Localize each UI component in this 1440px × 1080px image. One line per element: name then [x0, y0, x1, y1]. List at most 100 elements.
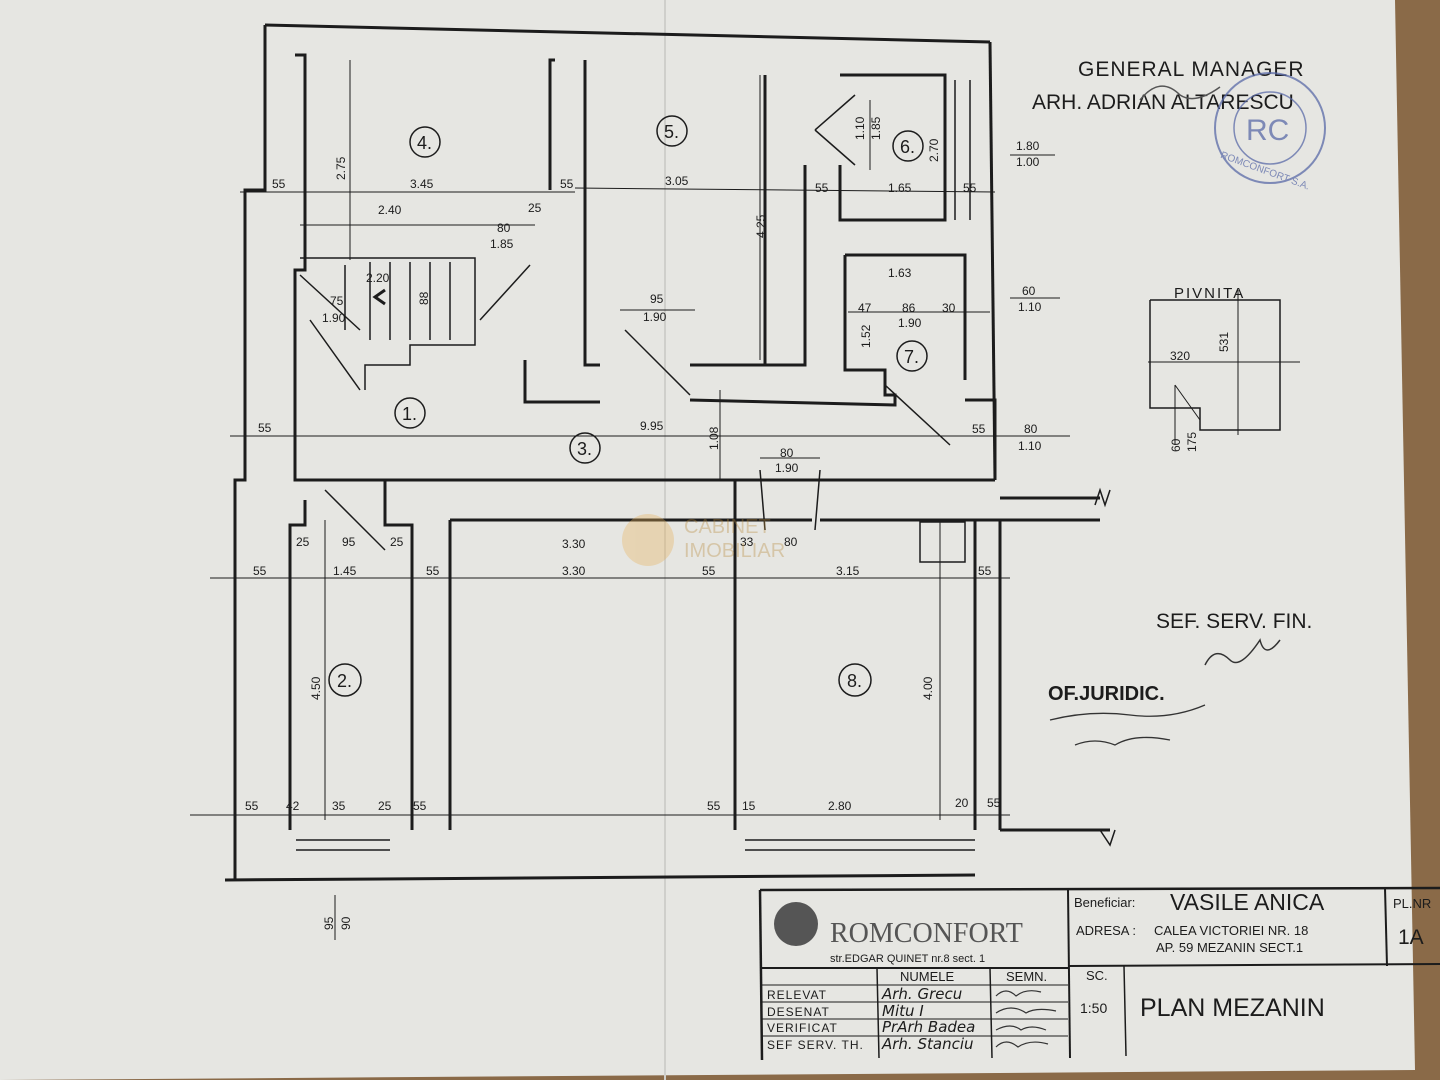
dim-text: 55 — [987, 796, 1001, 810]
dim-text: 55 — [253, 564, 267, 578]
dim-text: 55 — [963, 181, 977, 195]
staircase — [296, 80, 1116, 851]
dim-text: 1.85 — [869, 116, 883, 140]
watermark-text-2: IMOBILIAR — [684, 540, 785, 562]
row-name: Arh. Stanciu — [881, 1035, 974, 1053]
room-circles — [328, 115, 928, 697]
dim-text: 95 — [650, 292, 664, 306]
dim-text: 25 — [528, 201, 542, 215]
adresa-line2: AP. 59 MEZANIN SECT.1 — [1156, 940, 1303, 955]
pivnita-inset: PIVNITA 320 531 60 175 — [1148, 285, 1300, 452]
row-name: Arh. Grecu — [881, 985, 962, 1003]
outer-walls — [224, 23, 1110, 882]
drawing-title: PLAN MEZANIN — [1140, 994, 1325, 1022]
dim-text: 95 — [322, 916, 336, 930]
dim-text: 2.70 — [927, 138, 941, 162]
dim-text: 80 — [1024, 422, 1038, 436]
beneficiar-name: VASILE ANICA — [1170, 889, 1325, 915]
title-block — [758, 886, 1440, 1061]
room-label-6: 6. — [900, 137, 915, 157]
row-name: Mitu I — [882, 1002, 924, 1020]
dim-text: 80 — [497, 221, 511, 235]
dim-text: 80 — [784, 535, 798, 549]
row-role: VERIFICAT — [767, 1021, 838, 1035]
room-label-7: 7. — [904, 347, 919, 367]
dim-text: 9.95 — [640, 419, 664, 433]
sef-serv-fin-label: SEF. SERV. FIN. — [1156, 610, 1312, 633]
dim-text: 42 — [286, 799, 300, 813]
dim-text: 55 — [702, 564, 716, 578]
pivnita-width: 320 — [1170, 349, 1190, 363]
dim-text: 1.08 — [707, 426, 721, 450]
dim-text: 25 — [296, 535, 310, 549]
dim-text: 1.85 — [490, 237, 514, 251]
dim-text: 35 — [332, 799, 346, 813]
pl-nr-label: PL.NR — [1393, 896, 1431, 911]
adresa-line1: CALEA VICTORIEI NR. 18 — [1154, 923, 1308, 938]
row-role: RELEVAT — [767, 988, 827, 1002]
row-name: PrArh Badea — [882, 1018, 975, 1036]
dim-text: 55 — [978, 564, 992, 578]
room-label-8: 8. — [847, 671, 862, 691]
dim-text: 3.05 — [665, 174, 689, 188]
dim-text: 4.00 — [921, 676, 935, 700]
pivnita-height: 531 — [1217, 332, 1231, 352]
dim-text: 3.30 — [562, 537, 586, 551]
semn-signatures — [995, 990, 1057, 1048]
dim-text: 1.90 — [322, 311, 346, 325]
dim-text: 1.65 — [888, 181, 912, 195]
dim-text: 2.75 — [334, 156, 348, 180]
dim-text: 1.45 — [333, 564, 357, 578]
room-label-1: 1. — [402, 404, 417, 424]
dim-text: 75 — [330, 294, 344, 308]
dim-text: 2.80 — [828, 799, 852, 813]
dim-text: 33 — [740, 535, 754, 549]
manager-name: ARH. ADRIAN ALTARESCU — [1032, 91, 1294, 114]
pivnita-b: 175 — [1185, 432, 1199, 452]
pivnita-a: 60 — [1169, 438, 1183, 452]
numele-label: NUMELE — [900, 969, 955, 984]
dim-text: 95 — [342, 535, 356, 549]
dim-text: 1.63 — [888, 266, 912, 280]
dim-text: 80 — [780, 446, 794, 460]
dim-text: 55 — [245, 799, 259, 813]
juridic-label: OF.JURIDIC. — [1048, 683, 1165, 705]
room-label-5: 5. — [664, 122, 679, 142]
dim-text: 1.90 — [775, 461, 799, 475]
company-address: str.EDGAR QUINET nr.8 sect. 1 — [830, 953, 985, 965]
dim-text: 55 — [560, 177, 574, 191]
dim-text: 60 — [1022, 284, 1036, 298]
dim-text: 55 — [413, 799, 427, 813]
dim-text: 4.50 — [309, 676, 323, 700]
dim-text: 2.20 — [366, 271, 390, 285]
dim-text: 1.10 — [853, 116, 867, 140]
watermark: CABINET IMOBILIAR — [622, 514, 785, 566]
room-label-3: 3. — [577, 439, 592, 459]
semn-label: SEMN. — [1006, 969, 1047, 984]
dim-text: 1.52 — [859, 324, 873, 348]
dim-text: 2.40 — [378, 203, 402, 217]
dim-text: 1.90 — [643, 310, 667, 324]
dimension-texts: 55 3.45 2.75 2.40 25 80 1.85 2.20 75 1.9… — [245, 116, 1042, 930]
pivnita-label: PIVNITA — [1174, 285, 1245, 302]
dim-text: 3.45 — [410, 177, 434, 191]
dim-text: 25 — [378, 799, 392, 813]
sef-signature — [1204, 638, 1281, 666]
dim-text: 1.80 — [1016, 139, 1040, 153]
dim-text: 3.15 — [836, 564, 860, 578]
watermark-text-1: CABINET — [684, 516, 771, 538]
dim-text: 86 — [902, 301, 916, 315]
stamp-initials: RC — [1246, 114, 1289, 147]
company-name: ROMCONFORT — [830, 918, 1023, 949]
dim-text: 3.30 — [562, 564, 586, 578]
dim-text: 55 — [707, 799, 721, 813]
adresa-label: ADRESA : — [1076, 923, 1136, 938]
juridic-signature — [1049, 704, 1206, 746]
scale-value: 1:50 — [1080, 1000, 1107, 1016]
dim-text: 30 — [942, 301, 956, 315]
dim-text: 90 — [339, 916, 353, 930]
dim-text: 20 — [955, 796, 969, 810]
dim-text: 1.10 — [1018, 439, 1042, 453]
